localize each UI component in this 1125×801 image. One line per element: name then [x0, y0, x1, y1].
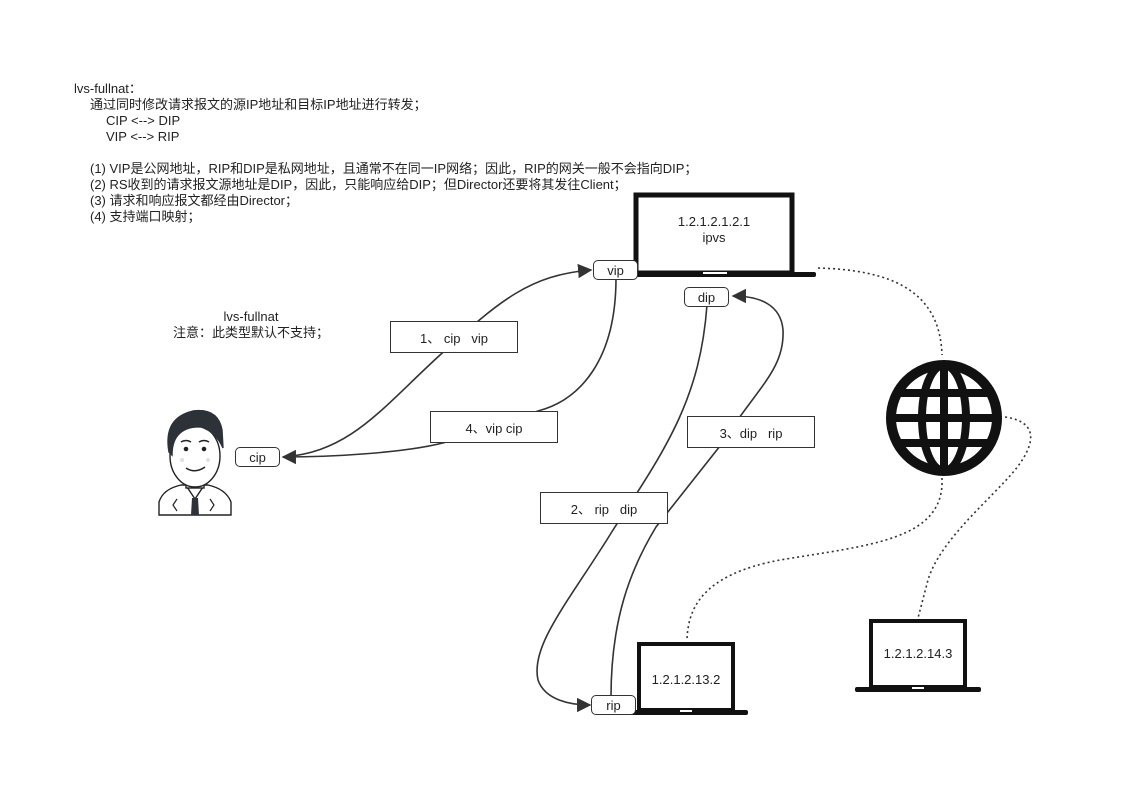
description-title: lvs-fullnat： — [74, 81, 142, 96]
link-internet-server1 — [686, 477, 943, 641]
step-4-box: 4、vip cip — [430, 411, 558, 443]
step-3-box: 3、dip rip — [687, 416, 815, 448]
dip-port-label: dip — [684, 287, 729, 307]
description-point: (1) VIP是公网地址，RIP和DIP是私网地址，且通常不在同一IP网络；因此… — [90, 161, 698, 176]
link-internet-server2 — [917, 416, 1032, 619]
globe-icon — [886, 360, 1002, 476]
description-line: VIP <--> RIP — [106, 129, 180, 144]
server1-ip-label: 1.2.1.2.13.2 — [651, 672, 721, 687]
network-links — [686, 267, 1032, 641]
arrow-cip-to-vip — [282, 263, 593, 458]
rip-port-label: rip — [591, 695, 636, 715]
arrow-dip-to-rip — [536, 304, 708, 713]
description-line: 通过同时修改请求报文的源IP地址和目标IP地址进行转发； — [90, 97, 427, 112]
cip-port-label: cip — [235, 447, 280, 467]
description-point: (2) RS收到的请求报文源地址是DIP，因此，只能响应给DIP；但Direct… — [90, 177, 627, 192]
flow-arrows — [281, 263, 784, 713]
link-director-internet — [817, 267, 943, 356]
director-ip-label: 1.2.1.2.1.2.1 — [677, 214, 751, 229]
step-2-box: 2、 rip dip — [540, 492, 668, 524]
real-server-1-laptop-icon — [620, 642, 748, 715]
vip-port-label: vip — [593, 260, 638, 280]
server2-ip-label: 1.2.1.2.14.3 — [883, 646, 953, 661]
description-point: (4) 支持端口映射； — [90, 209, 201, 224]
step-1-box: 1、 cip vip — [390, 321, 518, 353]
description-point: (3) 请求和响应报文都经由Director； — [90, 193, 299, 208]
note-title: lvs-fullnat — [223, 309, 279, 324]
arrow-rip-to-dip — [610, 288, 784, 698]
director-ipvs-label: ipvs — [702, 230, 726, 245]
client-user-icon — [158, 409, 232, 516]
real-server-2-laptop-icon — [855, 619, 981, 692]
description-line: CIP <--> DIP — [106, 113, 181, 128]
note-text: 注意：此类型默认不支持； — [172, 325, 329, 340]
director-laptop-icon — [612, 192, 816, 277]
